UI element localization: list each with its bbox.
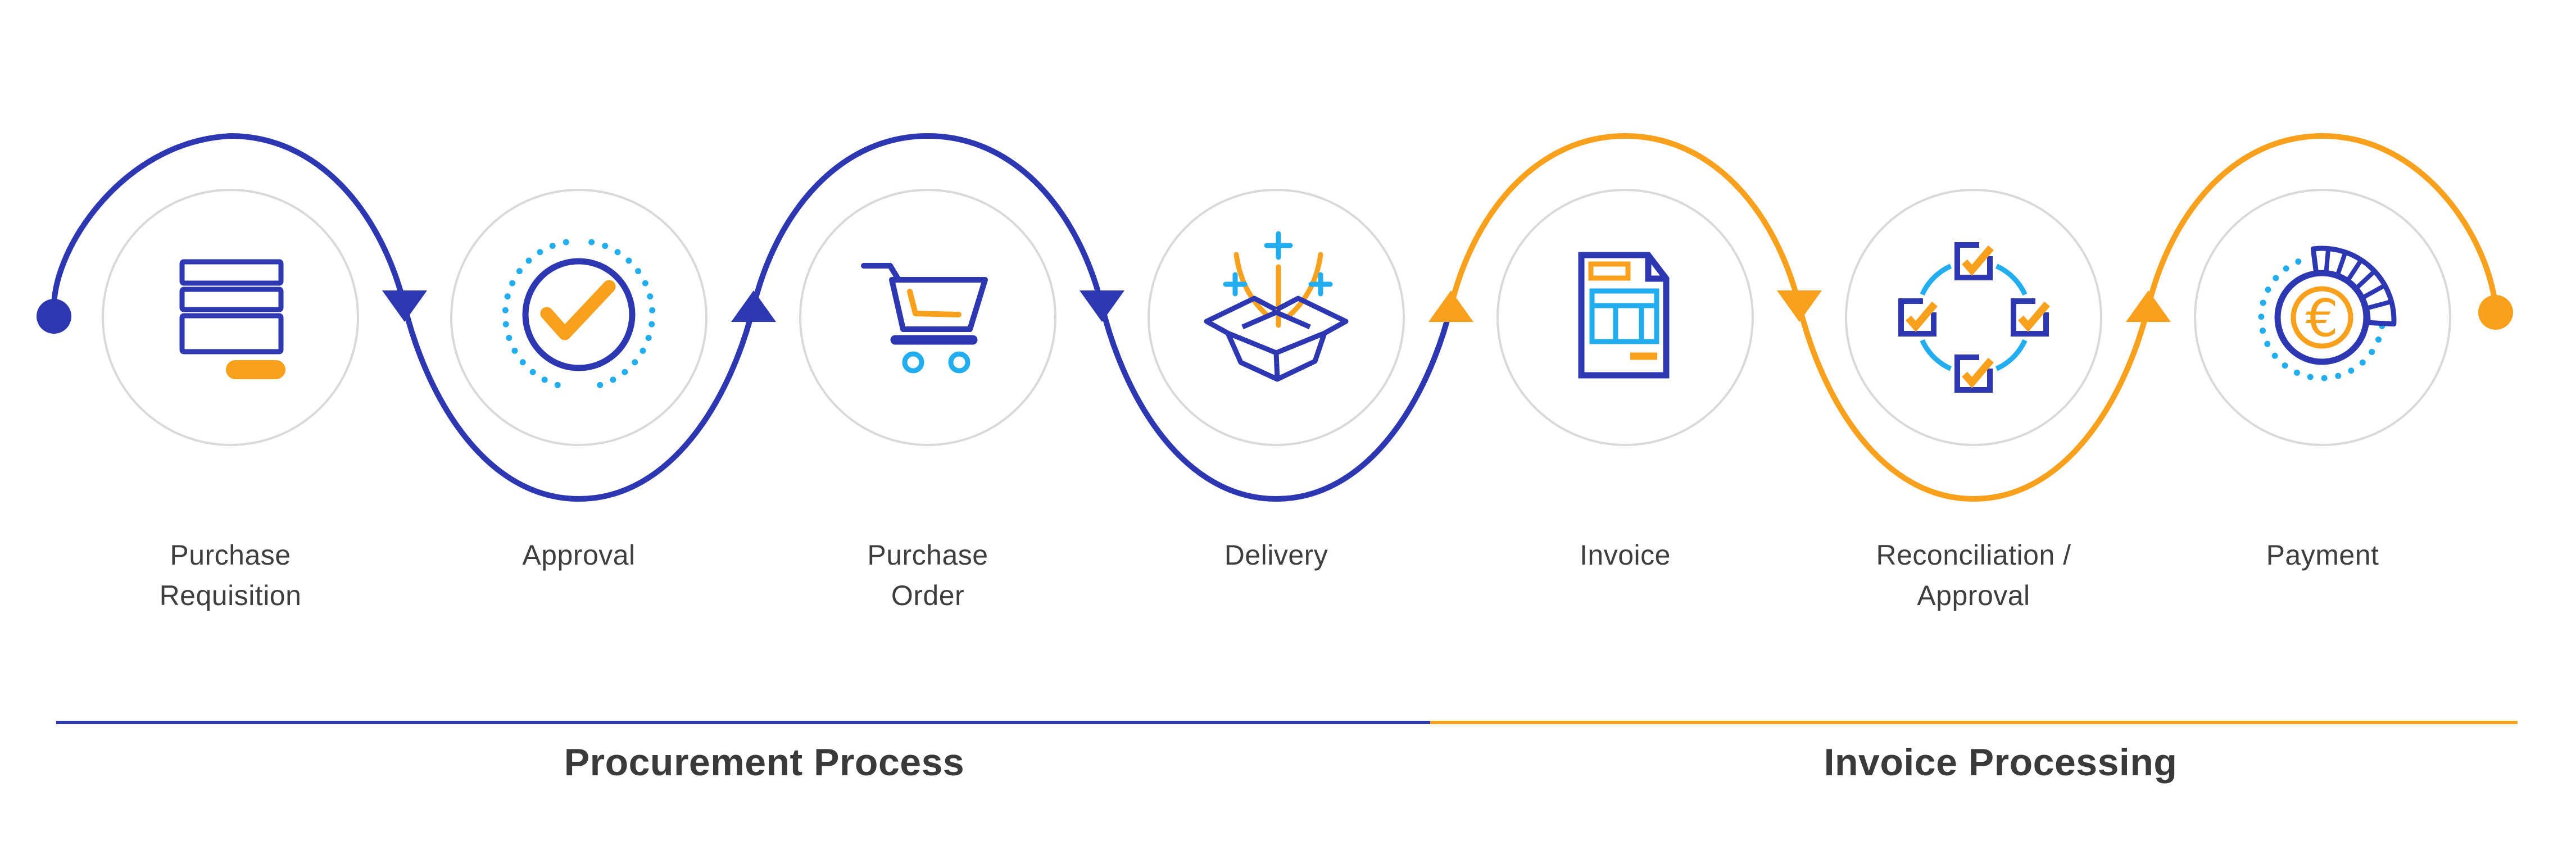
invoice-processing-title: Invoice Processing (1824, 741, 2178, 784)
step-circle (1845, 189, 2102, 446)
step-label-delivery: Delivery (1224, 539, 1328, 571)
procurement-process-title: Procurement Process (564, 741, 965, 784)
checkbox-icon (2011, 298, 2050, 337)
flow-end-dot (2478, 295, 2513, 330)
step-label-payment: Payment (2266, 539, 2379, 571)
box-outline (1204, 296, 1349, 382)
invoice-header-field (1588, 261, 1631, 281)
euro-symbol: € (2306, 288, 2339, 348)
submit-bar (226, 360, 285, 379)
step-label-purchase-order: Purchase Order (867, 539, 988, 611)
cart-basket (889, 277, 988, 332)
form-row (179, 313, 284, 354)
form-row (179, 287, 284, 312)
invoice-table (1589, 288, 1659, 344)
form-row (179, 259, 284, 286)
checkbox-icon (1954, 242, 1994, 280)
flow-arrow-down-icon (1080, 290, 1124, 322)
checkbox-icon (1954, 354, 1994, 393)
dotted-arc (2258, 258, 2385, 381)
open-box-icon (1204, 231, 1349, 382)
check-circle-icon (502, 239, 656, 389)
flow-arrow-down-icon (382, 290, 427, 322)
folded-corner (1645, 255, 1666, 282)
flow-arrow-up-icon (2126, 290, 2171, 322)
coin-inner-ring (2291, 286, 2353, 349)
invoice-flow-path (1448, 133, 2498, 502)
flow-start-dot (37, 299, 71, 334)
checkbox-cycle-icon (1898, 242, 2050, 393)
cart-handle (861, 263, 901, 283)
stacked-form-icon (179, 259, 285, 379)
step-label-reconciliation: Reconciliation / Approval (1876, 539, 2071, 611)
cart-wheel (948, 351, 970, 374)
fan-hatching (2324, 248, 2392, 311)
sparkle-plus-icon (1223, 231, 1333, 297)
dotted-arc (502, 239, 569, 389)
procurement-divider-line (56, 721, 1430, 724)
invoice-divider-line (1430, 721, 2518, 724)
coin-outer-ring (2274, 270, 2370, 365)
checkmark (540, 280, 616, 340)
checkbox-icon (1898, 298, 1938, 337)
dotted-arc (588, 239, 656, 389)
invoice-document-icon (1578, 252, 1670, 379)
step-label-invoice: Invoice (1580, 539, 1671, 571)
step-label-approval: Approval (522, 539, 636, 571)
flow-arrow-up-icon (731, 290, 776, 322)
document-outline (1578, 252, 1670, 379)
flow-arrow-down-icon (1777, 290, 1822, 322)
shopping-cart-icon (861, 263, 988, 374)
euro-coin-icon: € (2258, 246, 2397, 381)
step-label-purchase-requisition: Purchase Requisition (159, 539, 302, 611)
cart-wheel (902, 351, 924, 374)
cycle-arcs (1920, 263, 2028, 371)
cart-item-line (907, 289, 962, 317)
flow-arrow-up-icon (1428, 290, 1473, 322)
